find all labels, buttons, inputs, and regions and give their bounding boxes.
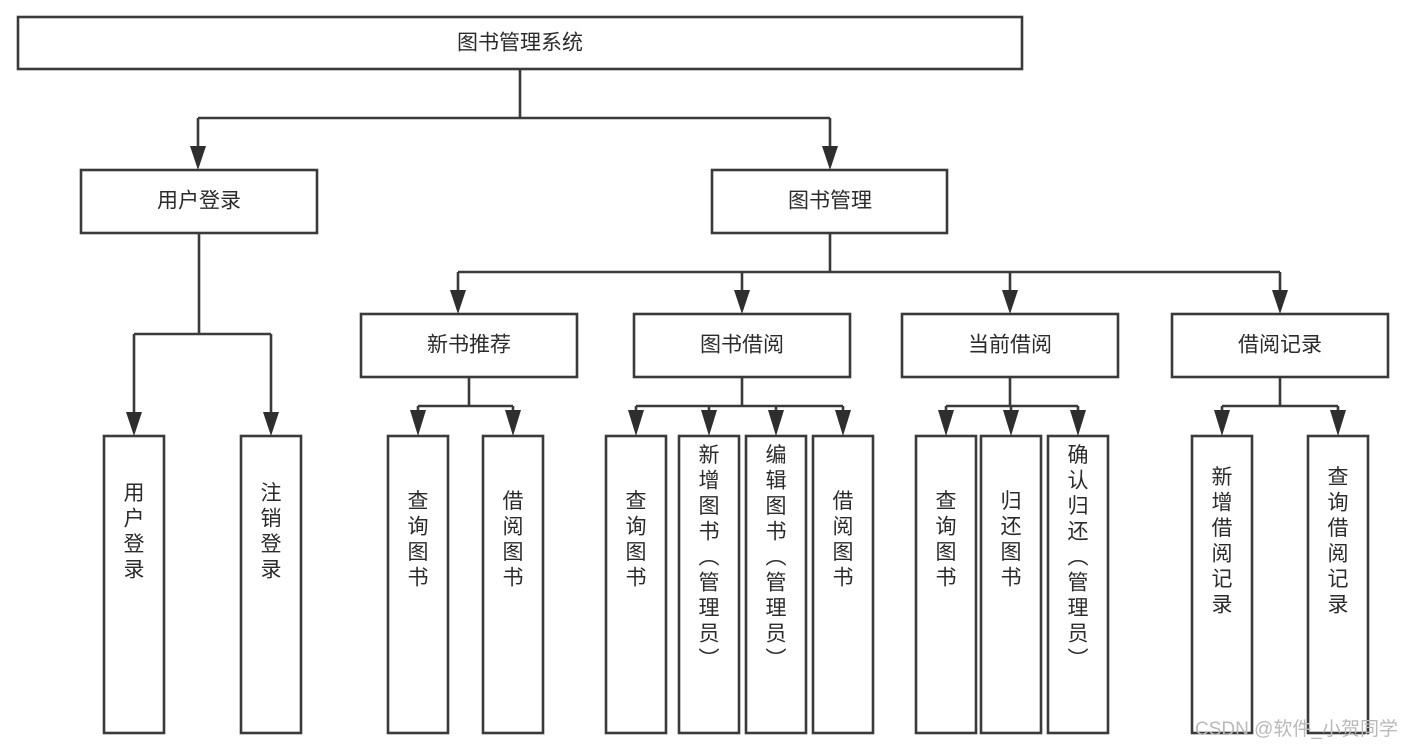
node-label: 借阅图书 <box>833 490 854 590</box>
node-leaf-return-book[interactable]: 归还图书 <box>979 434 1043 735</box>
node-label: 归还图书 <box>1001 490 1022 590</box>
connector-userlogin-to-leaves <box>126 233 279 436</box>
node-box-shape[interactable] <box>677 434 741 735</box>
node-label: 图书管理 <box>788 190 872 213</box>
node-leaf-query-borrow-record[interactable]: 查询借阅记录 <box>1306 434 1370 735</box>
node-box-shape[interactable] <box>744 434 808 735</box>
node-label: 查询借阅记录 <box>1328 466 1349 617</box>
node-leaf-logout[interactable]: 注销登录 <box>239 434 303 735</box>
node-box-shape[interactable] <box>239 434 303 735</box>
node-box-shape[interactable] <box>16 15 1024 71</box>
connector-current-to-leaves <box>938 377 1086 436</box>
node-box-shape[interactable] <box>386 434 450 735</box>
node-box-shape[interactable] <box>900 312 1120 379</box>
node-layer: 图书管理系统 用户登录 图书管理 新书推荐 图书借阅 当前 <box>16 15 1390 735</box>
node-label: 编辑图书︵管理员︶ <box>766 444 787 671</box>
node-box-shape[interactable] <box>1190 434 1254 735</box>
node-root[interactable]: 图书管理系统 <box>16 15 1024 71</box>
node-current-borrow[interactable]: 当前借阅 <box>900 312 1120 379</box>
connector-borrow-to-leaves <box>628 377 851 436</box>
node-label: 图书管理系统 <box>457 32 583 55</box>
node-label: 图书借阅 <box>700 334 784 357</box>
node-label: 当前借阅 <box>968 334 1052 357</box>
node-box-shape[interactable] <box>979 434 1043 735</box>
arrow-head-icon <box>126 412 142 436</box>
watermark-label: CSDN @软件_小贺同学 <box>1195 718 1398 740</box>
node-box-shape[interactable] <box>604 434 668 735</box>
arrow-head-icon <box>1330 410 1346 436</box>
node-leaf-add-book-admin[interactable]: 新增图书︵管理员︶ <box>677 434 741 735</box>
node-leaf-user-login[interactable]: 用户登录 <box>102 434 166 735</box>
connector-layer <box>126 69 1346 436</box>
node-label: 查询图书 <box>936 490 957 590</box>
node-label: 新增图书︵管理员︶ <box>699 444 720 671</box>
arrow-head-icon <box>410 410 426 436</box>
node-label: 用户登录 <box>124 482 145 582</box>
node-label: 借阅图书 <box>503 490 524 590</box>
node-box-shape[interactable] <box>811 434 875 735</box>
arrow-head-icon <box>505 410 521 436</box>
node-label: 确认归还︵管理员︶ <box>1068 444 1089 671</box>
node-box-shape[interactable] <box>632 312 852 379</box>
arrow-head-icon <box>768 410 784 436</box>
connector-bookmgmt-to-level3 <box>450 233 1288 314</box>
node-book-management[interactable]: 图书管理 <box>710 168 949 235</box>
node-box-shape[interactable] <box>1306 434 1370 735</box>
arrow-head-icon <box>822 146 838 170</box>
node-box-shape[interactable] <box>914 434 978 735</box>
arrow-head-icon <box>263 412 279 436</box>
arrow-head-icon <box>1002 290 1018 314</box>
node-label: 用户登录 <box>157 190 241 213</box>
arrow-head-icon <box>1003 410 1019 436</box>
node-box-shape[interactable] <box>1046 434 1110 735</box>
node-box-shape[interactable] <box>359 312 579 379</box>
arrow-head-icon <box>701 410 717 436</box>
node-label: 新增借阅记录 <box>1212 466 1233 617</box>
arrow-head-icon <box>450 290 466 314</box>
node-new-book-recommend[interactable]: 新书推荐 <box>359 312 579 379</box>
connector-root-to-level2 <box>190 69 838 170</box>
node-leaf-confirm-return-admin[interactable]: 确认归还︵管理员︶ <box>1046 434 1110 735</box>
arrow-head-icon <box>835 410 851 436</box>
node-leaf-query-book-current[interactable]: 查询图书 <box>914 434 978 735</box>
node-box-shape[interactable] <box>710 168 949 235</box>
node-book-borrow[interactable]: 图书借阅 <box>632 312 852 379</box>
node-label: 查询图书 <box>408 490 429 590</box>
node-leaf-add-borrow-record[interactable]: 新增借阅记录 <box>1190 434 1254 735</box>
arrow-head-icon <box>628 410 644 436</box>
node-box-shape[interactable] <box>102 434 166 735</box>
node-box-shape[interactable] <box>1170 312 1390 379</box>
node-borrow-records[interactable]: 借阅记录 <box>1170 312 1390 379</box>
node-leaf-edit-book-admin[interactable]: 编辑图书︵管理员︶ <box>744 434 808 735</box>
connector-recommend-to-leaves <box>410 377 521 436</box>
node-leaf-query-book-recommend[interactable]: 查询图书 <box>386 434 450 735</box>
arrow-head-icon <box>190 146 206 170</box>
node-box-shape[interactable] <box>79 168 319 235</box>
node-user-login[interactable]: 用户登录 <box>79 168 319 235</box>
node-leaf-borrow-book-recommend[interactable]: 借阅图书 <box>481 434 545 735</box>
node-label: 注销登录 <box>261 482 282 582</box>
node-leaf-borrow-book[interactable]: 借阅图书 <box>811 434 875 735</box>
arrow-head-icon <box>1070 410 1086 436</box>
arrow-head-icon <box>938 410 954 436</box>
node-label: 新书推荐 <box>427 334 511 357</box>
node-label: 借阅记录 <box>1238 334 1322 357</box>
arrow-head-icon <box>734 290 750 314</box>
connector-records-to-leaves <box>1214 377 1346 436</box>
arrow-head-icon <box>1214 410 1230 436</box>
node-label: 查询图书 <box>626 490 647 590</box>
arrow-head-icon <box>1272 290 1288 314</box>
node-leaf-query-book-borrow[interactable]: 查询图书 <box>604 434 668 735</box>
node-box-shape[interactable] <box>481 434 545 735</box>
